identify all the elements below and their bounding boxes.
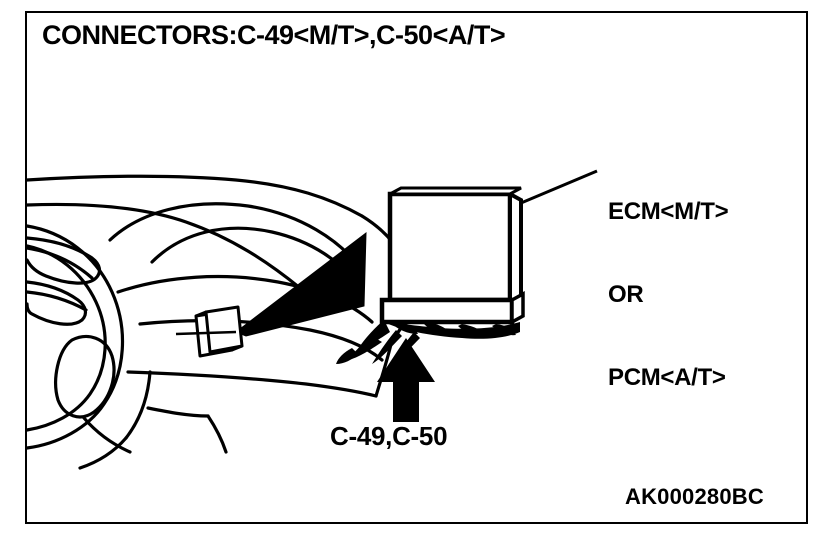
ecm-leader-line [520, 169, 598, 205]
ecm-label-line-2: OR [608, 280, 644, 308]
page-title: CONNECTORS:C-49<M/T>,C-50<A/T> [42, 20, 506, 50]
connector-callout-label: C-49,C-50 [330, 421, 448, 451]
connector-block [194, 305, 244, 358]
ecm-pcm-label: ECM<M/T> OR PCM<A/T> [608, 143, 729, 447]
callout-wedge [234, 231, 367, 337]
connector-guide-line [175, 330, 237, 336]
up-arrow-pointer [377, 338, 435, 422]
ecm-pcm-module-box [379, 186, 525, 325]
wiring-harness [336, 320, 520, 366]
steering-wheel [25, 224, 132, 454]
ecm-label-line-3: PCM<A/T> [608, 363, 726, 391]
ecm-label-line-1: ECM<M/T> [608, 198, 729, 226]
reference-code: AK000280BC [625, 484, 764, 509]
